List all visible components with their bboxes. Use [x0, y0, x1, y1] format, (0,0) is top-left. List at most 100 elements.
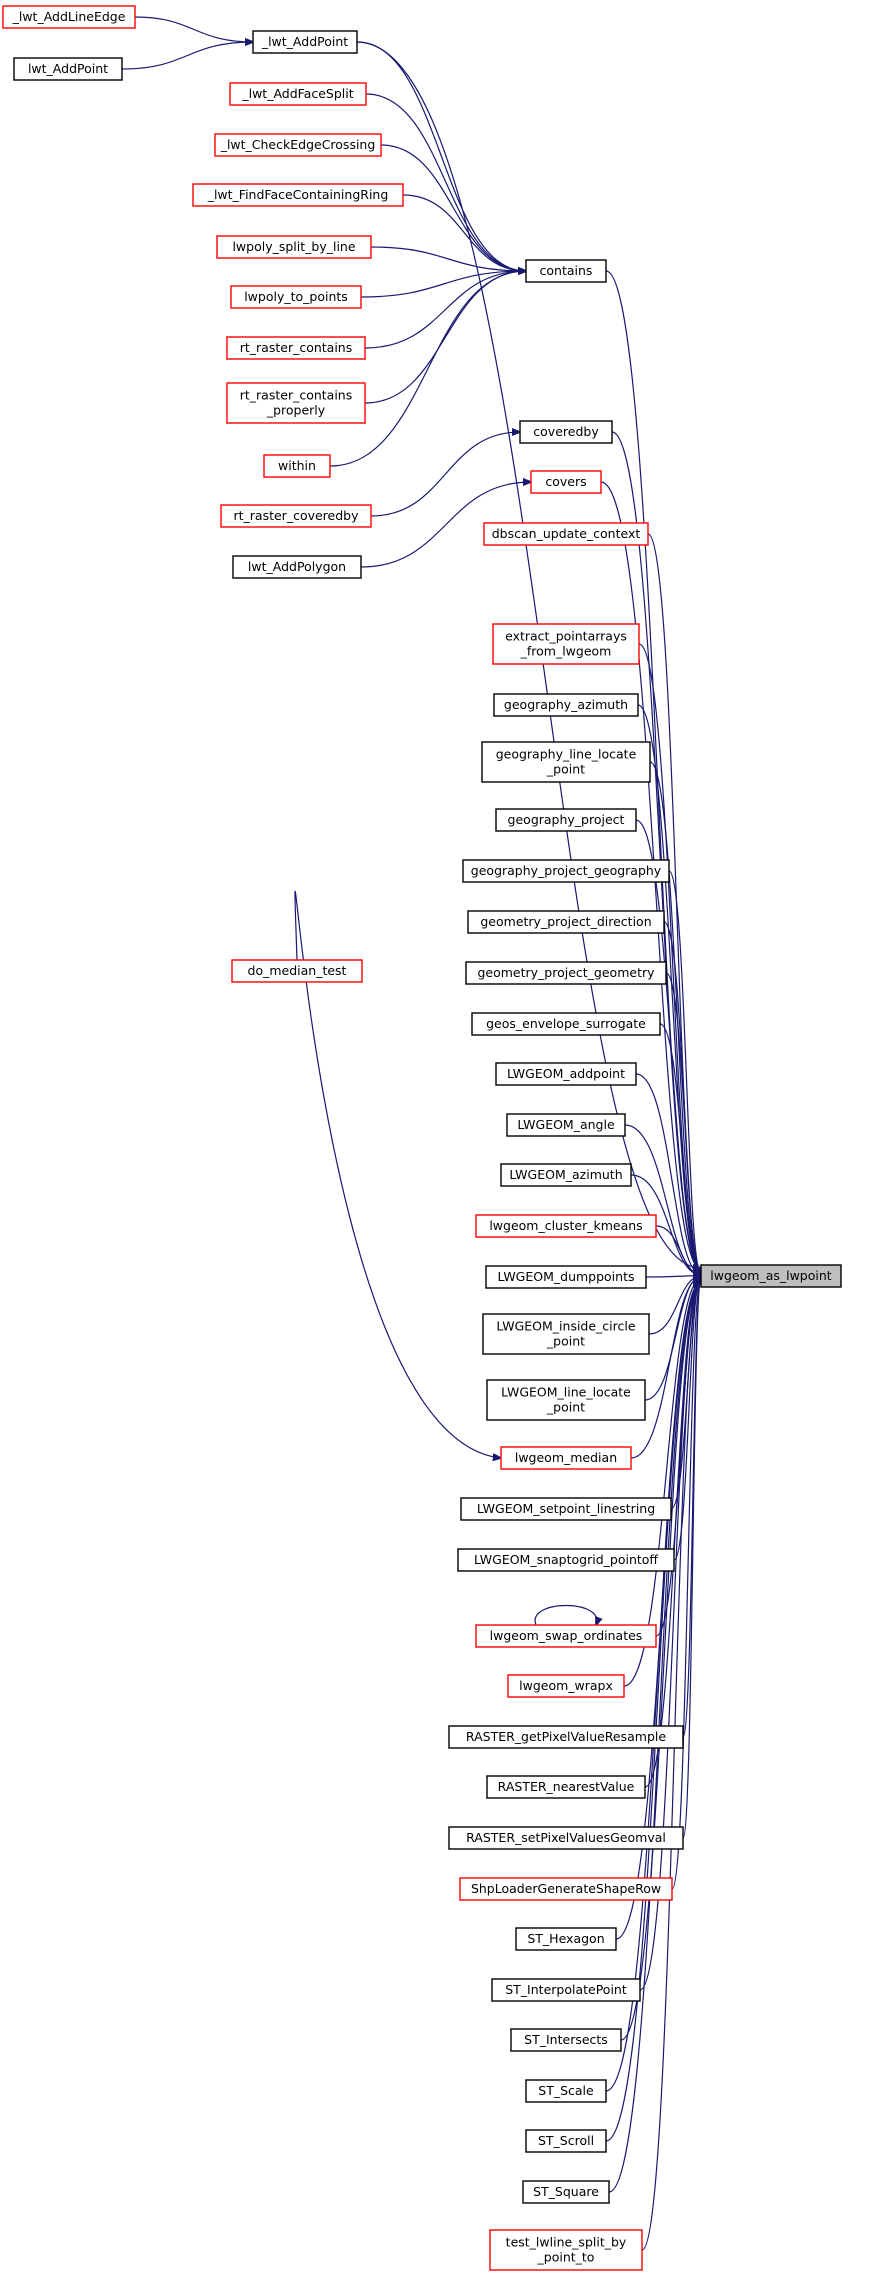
node-label: RASTER_nearestValue	[498, 1779, 635, 1794]
node-label: geography_project	[508, 812, 625, 827]
node-lwpoly_to_points[interactable]: lwpoly_to_points	[230, 285, 362, 309]
node-st_square[interactable]: ST_Square	[522, 2180, 610, 2204]
node-geos_envelope_surrogate[interactable]: geos_envelope_surrogate	[471, 1012, 661, 1036]
node-label: _lwt_AddFaceSplit	[241, 86, 353, 101]
node-box	[457, 1548, 675, 1572]
node-geography_azimuth[interactable]: geography_azimuth	[493, 693, 639, 717]
node-lwt_addfacesplit[interactable]: _lwt_AddFaceSplit	[229, 82, 367, 106]
node-st_scroll[interactable]: ST_Scroll	[525, 2129, 607, 2153]
node-shploadergenerateshaperow[interactable]: ShpLoaderGenerateShapeRow	[459, 1877, 673, 1901]
node-lwgeom_cluster_kmeans[interactable]: lwgeom_cluster_kmeans	[475, 1214, 657, 1238]
node-box	[2, 5, 136, 29]
node-lwgeom_swap_ordinates[interactable]: lwgeom_swap_ordinates	[475, 1624, 657, 1648]
node-label: lwgeom_swap_ordinates	[490, 1628, 643, 1643]
edge-lwpoly_split_by_line-to-contains	[370, 246, 526, 271]
node-extract_pointarrays[interactable]: extract_pointarrays_from_lwgeom	[492, 623, 640, 665]
node-label: _point	[546, 1334, 585, 1349]
node-st_hexagon[interactable]: ST_Hexagon	[515, 1927, 617, 1951]
node-box	[700, 1264, 842, 1288]
node-lwt_addpolygon[interactable]: lwt_AddPolygon	[232, 555, 362, 579]
node-do_median_test[interactable]: do_median_test	[231, 959, 363, 983]
node-box	[492, 623, 640, 665]
node-label: LWGEOM_inside_circle	[496, 1319, 635, 1334]
edge-within-to-contains	[329, 271, 526, 467]
node-box	[229, 82, 367, 106]
node-label: dbscan_update_context	[492, 526, 641, 541]
node-box	[230, 285, 362, 309]
node-rt_raster_contains[interactable]: rt_raster_contains	[226, 336, 366, 360]
node-label: rt_raster_contains	[240, 388, 353, 403]
node-rt_raster_contains_properly[interactable]: rt_raster_contains_properly	[226, 382, 366, 424]
node-geometry_project_direction[interactable]: geometry_project_direction	[467, 910, 665, 934]
edge-lwgeom_dumppoints-to-target	[645, 1276, 701, 1277]
node-label: _point_to	[537, 2250, 595, 2265]
node-box	[510, 2028, 622, 2052]
node-label: ST_Intersects	[524, 2032, 608, 2047]
node-test_lwline_split_by_point_to[interactable]: test_lwline_split_by_point_to	[489, 2229, 643, 2271]
node-lwgeom_snaptogrid_pointoff[interactable]: LWGEOM_snaptogrid_pointoff	[457, 1548, 675, 1572]
node-dbscan_update_context[interactable]: dbscan_update_context	[483, 522, 649, 546]
node-lwgeom_median[interactable]: lwgeom_median	[500, 1446, 632, 1470]
node-contains[interactable]: contains	[525, 259, 607, 283]
node-lwt_findfacecontainingring[interactable]: _lwt_FindFaceContainingRing	[192, 183, 404, 207]
node-within[interactable]: within	[263, 454, 331, 478]
node-box	[471, 1012, 661, 1036]
node-label: LWGEOM_angle	[517, 1117, 615, 1132]
node-label: LWGEOM_dumppoints	[498, 1269, 635, 1284]
node-lwgeom_addpoint[interactable]: LWGEOM_addpoint	[495, 1062, 637, 1086]
node-label: ST_InterpolatePoint	[505, 1982, 627, 1997]
node-lwgeom_line_locate_point[interactable]: LWGEOM_line_locate_point	[486, 1379, 646, 1421]
node-label: _lwt_AddLineEdge	[12, 9, 126, 24]
node-label: _lwt_AddPoint	[261, 34, 348, 49]
node-label: test_lwline_split_by	[506, 2235, 627, 2250]
node-coveredby[interactable]: coveredby	[519, 420, 613, 444]
node-rt_raster_coveredby[interactable]: rt_raster_coveredby	[220, 504, 372, 528]
node-box	[231, 959, 363, 983]
node-box	[491, 1978, 641, 2002]
node-lwgeom_azimuth[interactable]: LWGEOM_azimuth	[500, 1163, 632, 1187]
node-box	[192, 183, 404, 207]
node-lwpoly_split_by_line[interactable]: lwpoly_split_by_line	[216, 235, 372, 259]
node-box	[216, 235, 372, 259]
edge-lwgeom_median-to-target	[630, 1277, 701, 1459]
node-st_intersects[interactable]: ST_Intersects	[510, 2028, 622, 2052]
node-lwgeom_inside_circle_point[interactable]: LWGEOM_inside_circle_point	[482, 1313, 650, 1355]
node-label: LWGEOM_addpoint	[507, 1066, 625, 1081]
edge-lwt_addfacesplit-to-contains	[365, 93, 526, 271]
node-st_interpolatepoint[interactable]: ST_InterpolatePoint	[491, 1978, 641, 2002]
nodes-layer: _lwt_AddLineEdge lwt_AddPoint _lwt_AddPoin…	[2, 5, 842, 2271]
node-raster_nearestvalue[interactable]: RASTER_nearestValue	[486, 1775, 646, 1799]
node-geography_project_geography[interactable]: geography_project_geography	[462, 859, 670, 883]
node-geography_project[interactable]: geography_project	[495, 808, 637, 832]
node-lwt_addpoint_pub[interactable]: lwt_AddPoint	[13, 57, 123, 81]
node-label: lwgeom_as_lwpoint	[710, 1268, 831, 1283]
node-raster_setpixelvaluesgeomval[interactable]: RASTER_setPixelValuesGeomval	[448, 1826, 684, 1850]
node-label: covers	[545, 474, 586, 489]
node-box	[500, 1163, 632, 1187]
node-label: ST_Scroll	[538, 2133, 594, 2148]
node-lwgeom_angle[interactable]: LWGEOM_angle	[506, 1113, 626, 1137]
node-lwgeom_setpoint_linestring[interactable]: LWGEOM_setpoint_linestring	[460, 1497, 672, 1521]
edge-lwt_addpolygon-to-covers	[360, 482, 531, 568]
edge-lwt_addpoint_priv-to-contains	[356, 41, 526, 271]
node-box	[448, 1826, 684, 1850]
node-covers[interactable]: covers	[530, 470, 602, 494]
node-st_scale[interactable]: ST_Scale	[525, 2079, 607, 2103]
node-raster_getpixelvalueresample[interactable]: RASTER_getPixelValueResample	[448, 1725, 684, 1749]
node-box	[495, 1062, 637, 1086]
node-lwgeom_dumppoints[interactable]: LWGEOM_dumppoints	[485, 1265, 647, 1289]
node-target[interactable]: lwgeom_as_lwpoint	[700, 1264, 842, 1288]
node-box	[226, 336, 366, 360]
node-geometry_project_geometry[interactable]: geometry_project_geometry	[465, 961, 667, 985]
node-box	[495, 808, 637, 832]
node-box	[522, 2180, 610, 2204]
node-box	[226, 382, 366, 424]
node-lwt_addlineedge[interactable]: _lwt_AddLineEdge	[2, 5, 136, 29]
node-label: ShpLoaderGenerateShapeRow	[471, 1881, 661, 1896]
node-lwgeom_wrapx[interactable]: lwgeom_wrapx	[507, 1674, 625, 1698]
node-lwt_checkedgecrossing[interactable]: _lwt_CheckEdgeCrossing	[214, 133, 382, 157]
node-box	[530, 470, 602, 494]
node-lwt_addpoint_priv[interactable]: _lwt_AddPoint	[252, 30, 358, 54]
node-geography_line_locate_point[interactable]: geography_line_locate_point	[481, 741, 651, 783]
node-box	[448, 1725, 684, 1749]
